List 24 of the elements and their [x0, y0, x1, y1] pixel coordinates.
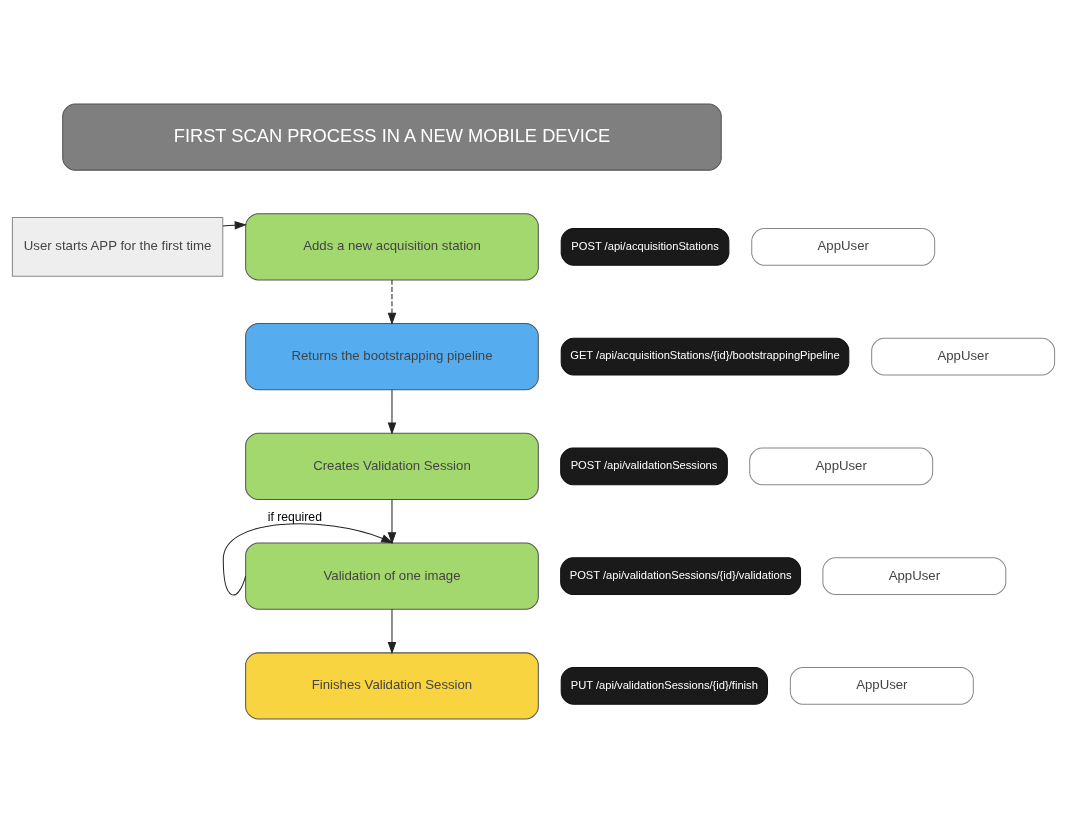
node-box: POST /api/validationSessions: [560, 447, 728, 486]
edge-label: if required: [267, 510, 322, 525]
node-box: AppUser: [822, 557, 1007, 595]
arrow: [387, 389, 397, 435]
node-box: FIRST SCAN PROCESS IN A NEW MOBILE DEVICE: [62, 103, 722, 171]
arrow: [222, 220, 247, 230]
node-box: Adds a new acquisition station: [245, 213, 539, 281]
node-box: Finishes Validation Session: [245, 652, 539, 720]
arrow: [222, 523, 394, 596]
node-box: GET /api/acquisitionStations/{id}/bootstrappingPipeline: [560, 337, 850, 376]
arrow: [387, 608, 397, 655]
node-box: AppUser: [749, 447, 934, 486]
node-box: PUT /api/validationSessions/{id}/finish: [560, 667, 768, 705]
node-box: Creates Validation Session: [245, 432, 539, 500]
node-box: AppUser: [751, 228, 936, 266]
node-box: Validation of one image: [245, 542, 539, 610]
node-box: User starts APP for the first time: [11, 216, 224, 277]
node-box: AppUser: [789, 667, 974, 705]
arrow: [387, 498, 397, 545]
node-box: Returns the bootstrapping pipeline: [245, 323, 539, 391]
arrow: [387, 279, 397, 326]
node-box: POST /api/acquisitionStations: [560, 228, 730, 266]
node-box: POST /api/validationSessions/{id}/validations: [560, 557, 802, 595]
node-box: AppUser: [871, 337, 1056, 376]
